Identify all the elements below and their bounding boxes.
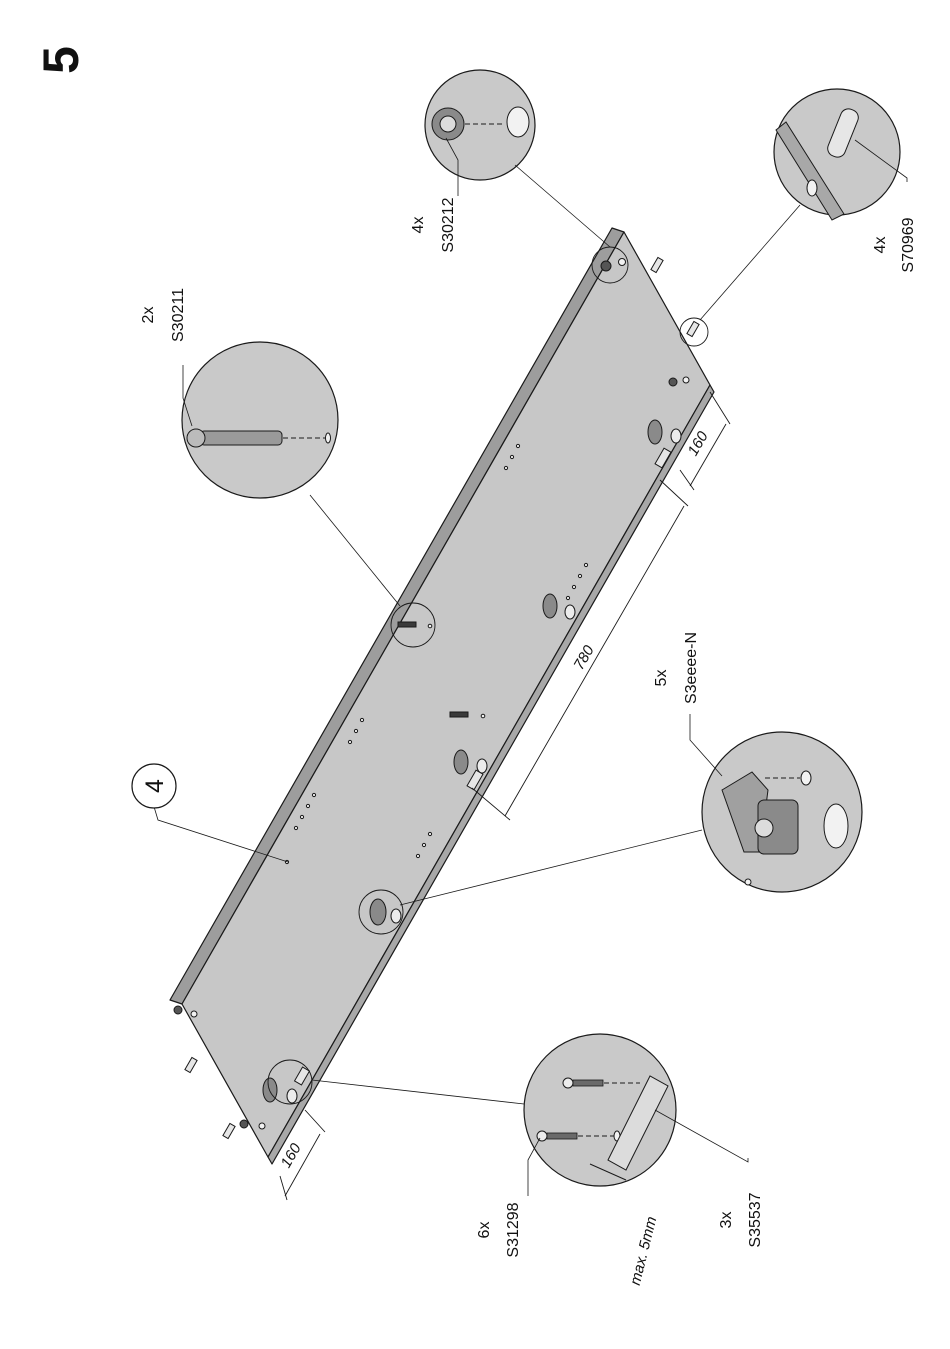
edge-connector-top bbox=[601, 261, 611, 271]
callout-s30211-qty: 2x bbox=[140, 307, 157, 324]
max-depth-note: max. 5mm bbox=[627, 1215, 660, 1287]
edge-connector-2 bbox=[174, 1006, 182, 1014]
callout-s35537-code: S35537 bbox=[747, 1192, 764, 1247]
callout-s30212-code: S30212 bbox=[440, 197, 457, 252]
callout-s35537-qty: 3x bbox=[718, 1212, 735, 1229]
callout-s70969-qty: 4x bbox=[872, 237, 889, 254]
loose-pin-4 bbox=[223, 1123, 235, 1138]
callout-s3eeee-code: S3eeee-N bbox=[683, 632, 700, 704]
callout-s31298-qty: 6x bbox=[476, 1222, 493, 1239]
callout-s31298-code: S31298 bbox=[505, 1202, 522, 1257]
bolt-icon bbox=[200, 431, 282, 445]
callout-s70969-code: S70969 bbox=[900, 217, 917, 272]
step-number: 5 bbox=[33, 46, 89, 74]
callout-s3eeee-qty: 5x bbox=[653, 670, 670, 687]
panel-number: 4 bbox=[141, 779, 169, 793]
detail-circle-s30211 bbox=[182, 342, 338, 498]
detail-circle-s30212 bbox=[425, 70, 535, 180]
callout-s30212-qty: 4x bbox=[410, 217, 427, 234]
loose-pin-3 bbox=[185, 1057, 197, 1072]
loose-pin-2 bbox=[687, 321, 699, 336]
detail-circle-s3eeee bbox=[702, 732, 862, 892]
detail-circle-s70969 bbox=[774, 89, 900, 220]
detail-circle-screws-bracket bbox=[524, 1034, 676, 1186]
bolt-on-panel-1 bbox=[398, 622, 416, 627]
bolt-on-panel-2 bbox=[450, 712, 468, 717]
dimension-780: 780 bbox=[570, 642, 598, 673]
edge-connector-1 bbox=[669, 378, 677, 386]
edge-connector-3 bbox=[240, 1120, 248, 1128]
loose-pin-1 bbox=[651, 257, 663, 272]
callout-s30211-code: S30211 bbox=[170, 288, 187, 342]
